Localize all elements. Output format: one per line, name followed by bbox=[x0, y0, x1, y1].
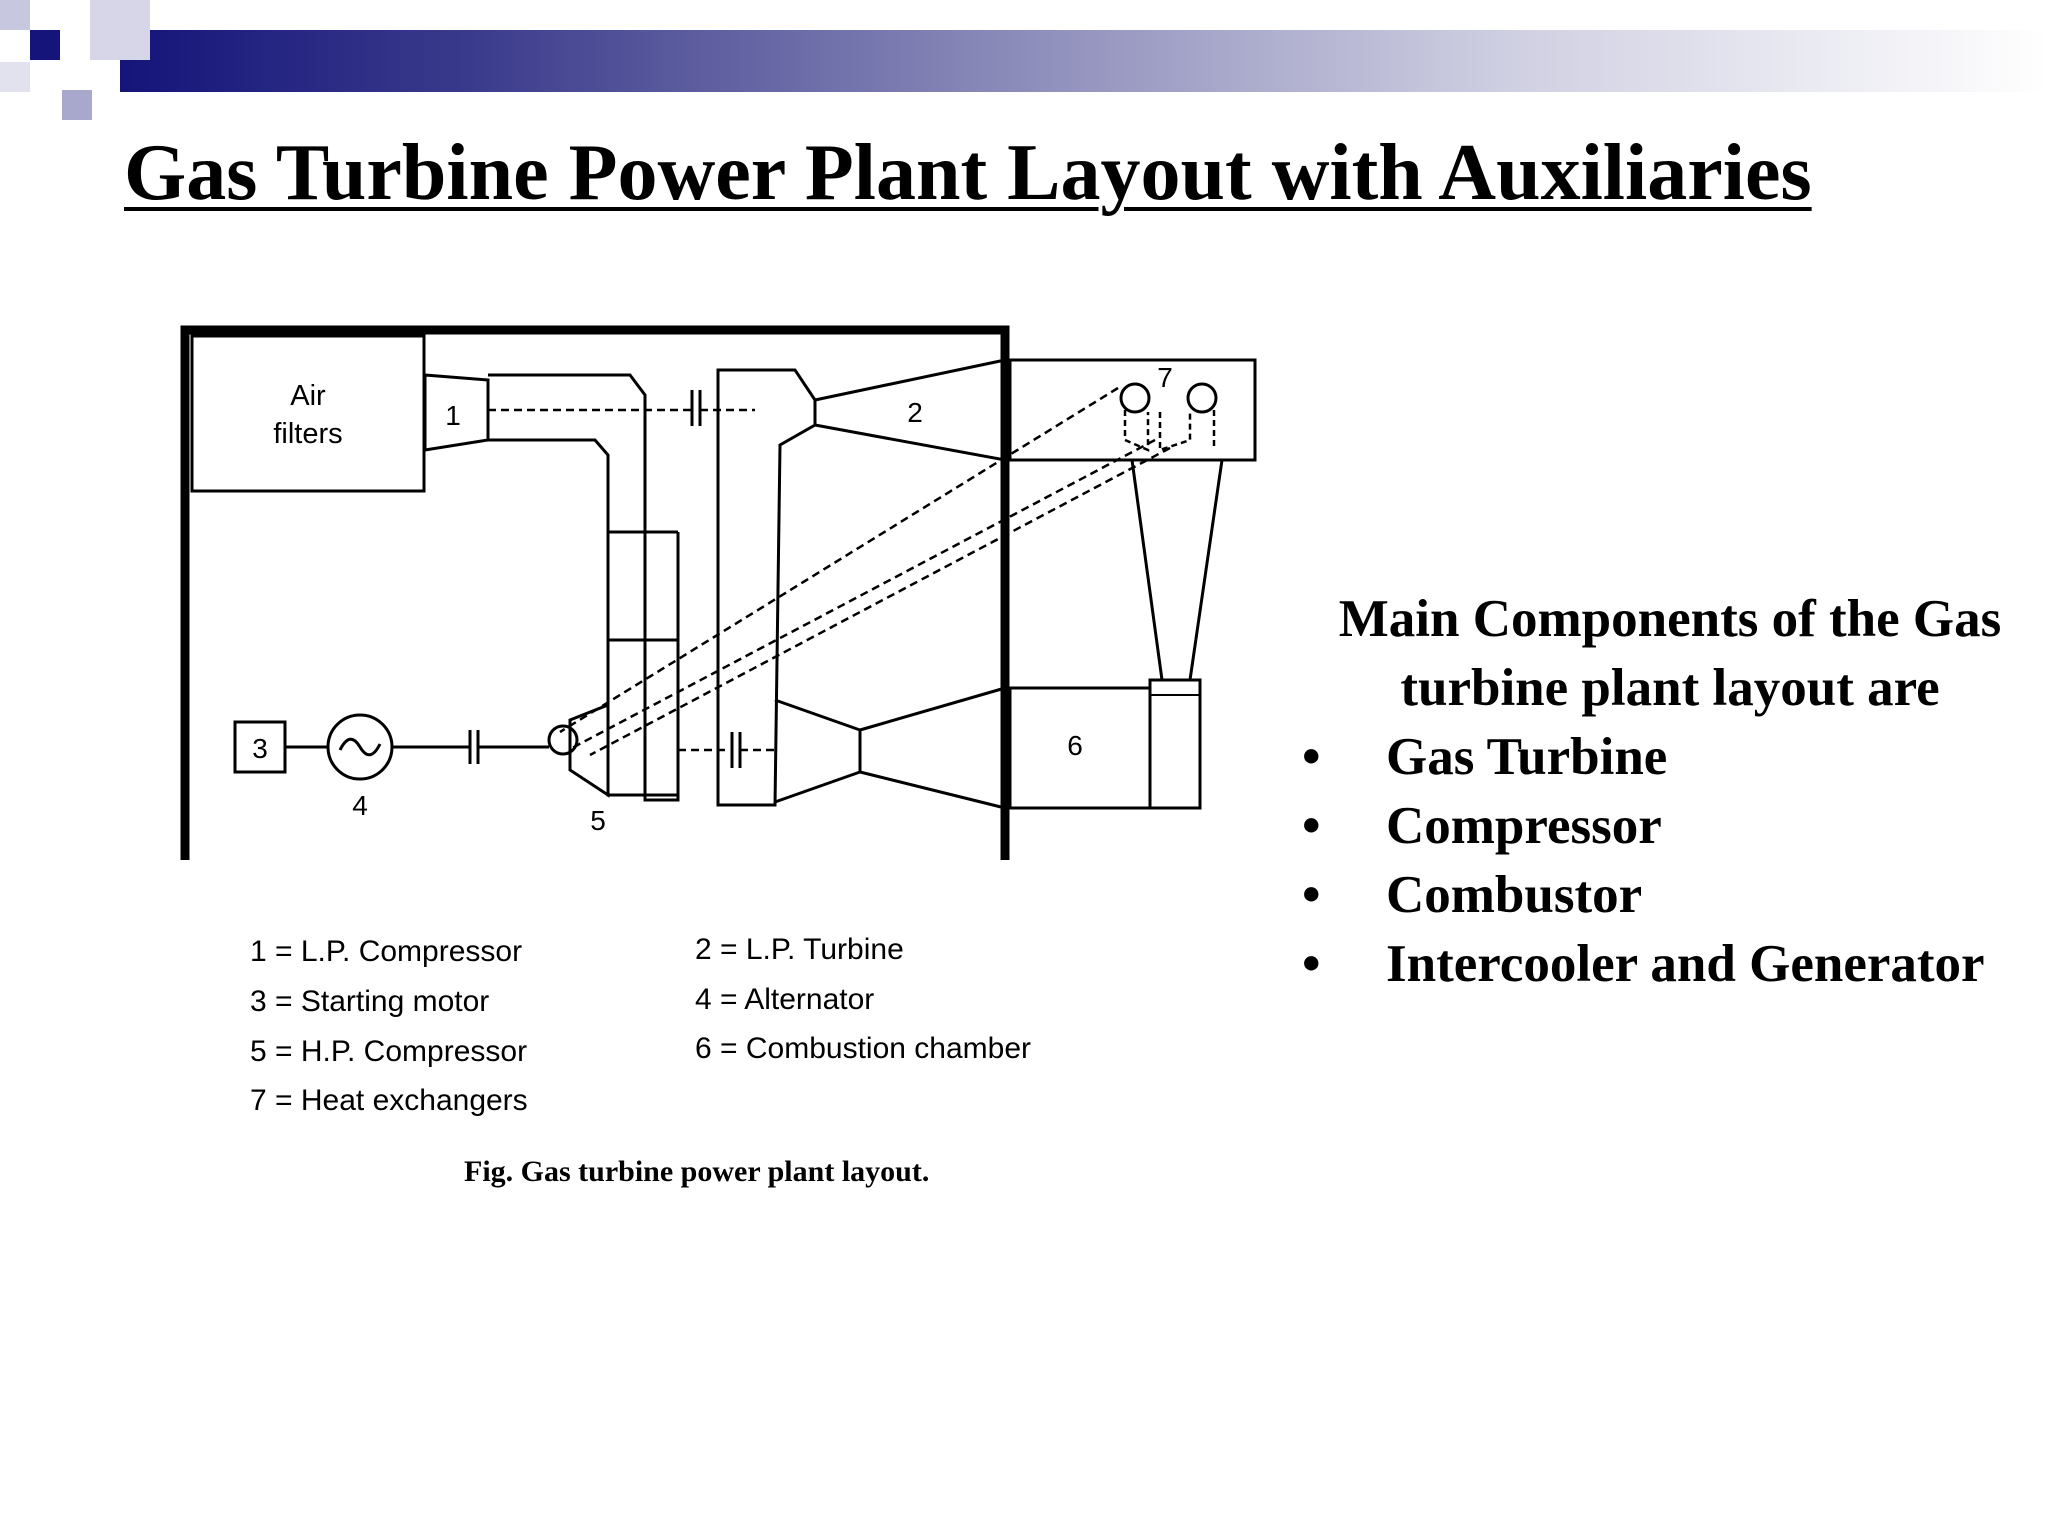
component-label: Intercooler and Generator bbox=[1386, 935, 1985, 993]
bullet-icon: • bbox=[1302, 935, 1321, 993]
decor-square-mid bbox=[62, 90, 92, 120]
components-list: • Gas Turbine • Compressor • Combustor • Int… bbox=[1300, 723, 2048, 999]
label-3: 3 bbox=[252, 733, 268, 764]
component-label: Combustor bbox=[1386, 866, 1643, 924]
hp-turbine-outlet bbox=[859, 686, 1006, 810]
figure-caption: Fig. Gas turbine power plant layout. bbox=[464, 1155, 930, 1188]
air-filters-box bbox=[190, 334, 426, 493]
list-item: • Combustor bbox=[1300, 861, 2048, 930]
slide-title: Gas Turbine Power Plant Layout with Auxi… bbox=[124, 129, 1812, 217]
legend-item: 1 = L.P. Compressor bbox=[250, 935, 523, 968]
legend-item: 3 = Starting motor bbox=[250, 985, 490, 1018]
label-5: 5 bbox=[590, 805, 606, 836]
legend-item: 6 = Combustion chamber bbox=[695, 1032, 1032, 1065]
bullet-icon: • bbox=[1302, 728, 1321, 786]
legend-item: 5 = H.P. Compressor bbox=[250, 1035, 528, 1068]
decor-square-light bbox=[0, 0, 30, 30]
turbine-column bbox=[716, 368, 817, 807]
intercooler-duct-inner bbox=[488, 438, 678, 797]
hp-compressor bbox=[568, 702, 610, 798]
plant-enclosure bbox=[180, 325, 1010, 860]
lp-turbine bbox=[814, 358, 1007, 462]
label-4: 4 bbox=[352, 790, 368, 821]
gas-turbine-layout-diagram: Air filters 1 2 7 6 5 3 bbox=[180, 325, 1257, 860]
label-2: 2 bbox=[907, 397, 923, 428]
exchanger-pipe bbox=[571, 438, 1156, 750]
list-item: • Gas Turbine bbox=[1300, 723, 2048, 792]
legend-item: 7 = Heat exchangers bbox=[250, 1084, 528, 1117]
exchanger-pipe bbox=[559, 386, 1119, 734]
air-filters-label: Air bbox=[290, 380, 326, 412]
exchanger-pipe bbox=[589, 446, 1171, 757]
list-item: • Intercooler and Generator bbox=[1300, 930, 2048, 999]
heat-exchanger-coil bbox=[1186, 382, 1218, 414]
component-label: Gas Turbine bbox=[1386, 728, 1668, 786]
decor-square-dark bbox=[30, 30, 60, 60]
header-gradient-band bbox=[120, 30, 2048, 92]
decor-square-light bbox=[90, 0, 150, 60]
legend-item: 2 = L.P. Turbine bbox=[695, 933, 904, 966]
label-6: 6 bbox=[1067, 730, 1083, 761]
combustion-chamber-neck bbox=[1148, 678, 1202, 810]
component-label: Compressor bbox=[1386, 797, 1662, 855]
decor-square-light bbox=[0, 62, 30, 92]
list-item: • Compressor bbox=[1300, 792, 2048, 861]
bullet-icon: • bbox=[1302, 797, 1321, 855]
exhaust-funnel bbox=[1130, 459, 1224, 682]
label-7: 7 bbox=[1157, 362, 1173, 393]
components-heading: Main Components of the Gas turbine plant… bbox=[1338, 590, 2002, 717]
heat-exchanger-coil bbox=[1119, 382, 1151, 414]
intercooler-duct bbox=[488, 373, 680, 802]
bullet-icon: • bbox=[1302, 866, 1321, 924]
hp-turbine bbox=[774, 698, 862, 804]
legend-item: 4 = Alternator bbox=[695, 983, 875, 1016]
heat-exchanger-box bbox=[1008, 358, 1257, 462]
label-1: 1 bbox=[445, 400, 461, 431]
air-filters-label: filters bbox=[273, 418, 342, 450]
components-panel: Main Components of the Gas turbine plant… bbox=[1300, 585, 2048, 999]
